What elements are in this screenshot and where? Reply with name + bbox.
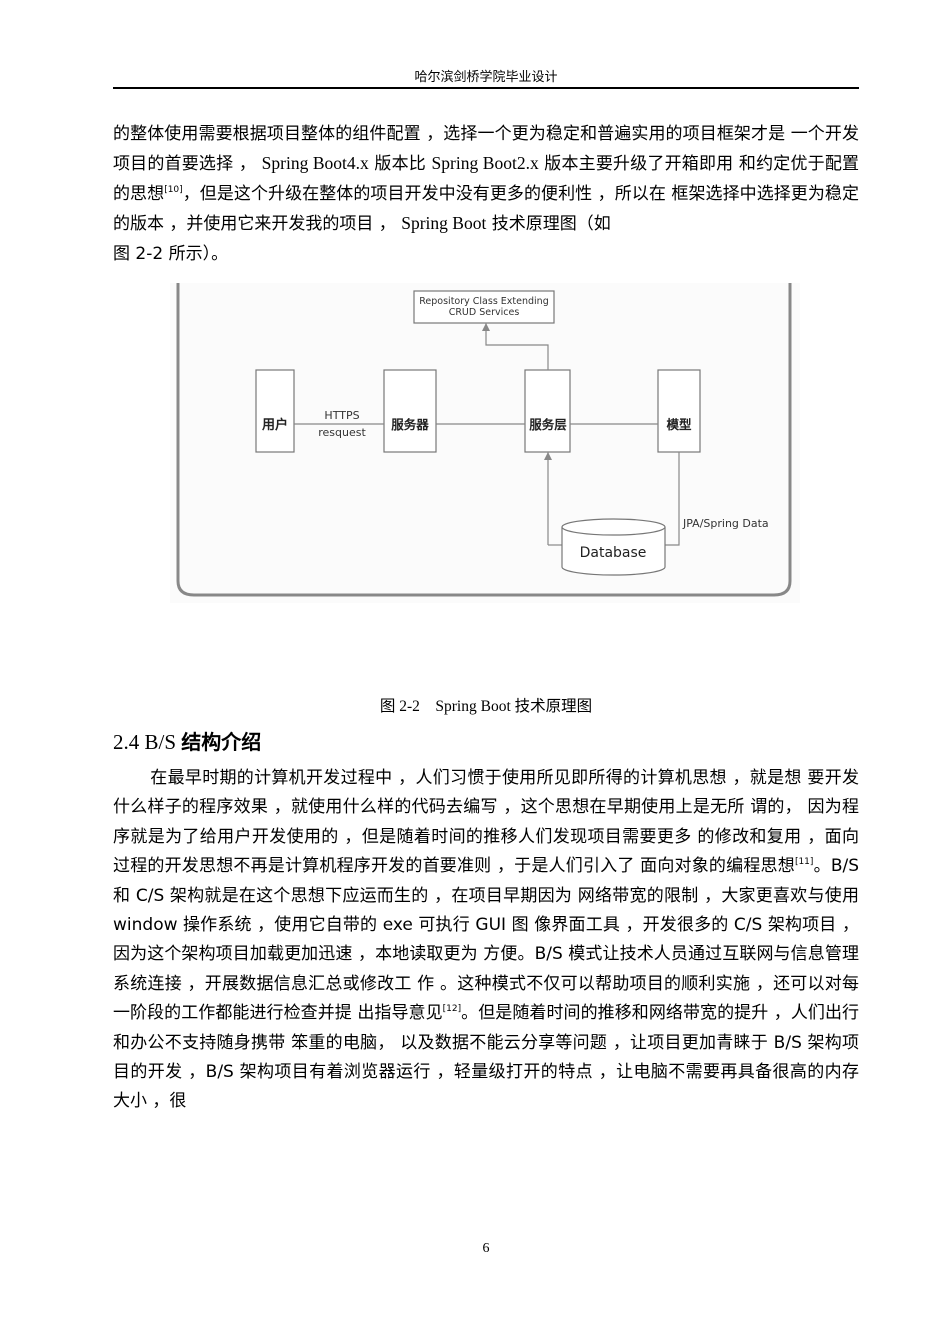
service-layer-label: 服务层 bbox=[529, 417, 567, 432]
p1-text-h: 技术原理图（如 bbox=[486, 214, 611, 235]
protocol-label-line2: resquest bbox=[318, 426, 366, 439]
p1-text-i: 图 2-2 所示）。 bbox=[113, 243, 229, 264]
server-box bbox=[383, 369, 437, 453]
section-heading: 2.4 B/S 结构介绍 bbox=[113, 726, 261, 755]
p1-text-g: Spring Boot bbox=[401, 213, 487, 234]
section-title-text: 结构介绍 bbox=[181, 730, 262, 754]
data-access-label: JPA/Spring Data bbox=[682, 517, 769, 530]
model-box bbox=[657, 369, 701, 453]
model-label: 模型 bbox=[666, 417, 692, 432]
service-up-arrowhead bbox=[544, 452, 552, 460]
p1-text-f: ，但是这个升级在整体的项目开发中没有更多的便利性 ，所以在 框架选择中选择更为稳… bbox=[113, 183, 859, 235]
repository-arrowhead bbox=[482, 323, 490, 331]
protocol-label-line1: HTTPS bbox=[324, 409, 359, 422]
model-database-connector bbox=[665, 452, 680, 546]
repository-label-line2: CRUD Services bbox=[449, 307, 520, 318]
p1-text-d: Spring Boot2.x bbox=[431, 153, 539, 174]
citation-10: [10] bbox=[164, 184, 183, 195]
paragraph-bs-architecture: 在最早时期的计算机开发过程中 ，人们习惯于使用所见即所得的计算机思想 ，就是想 … bbox=[113, 764, 859, 1117]
header-rule bbox=[113, 87, 859, 89]
p2-sentence-2: 。B/S 和 C/S 架构就是在这个思想下应运而生的 ，在项目早期因为 网络带宽… bbox=[113, 856, 859, 1024]
citation-12: [12] bbox=[442, 1004, 462, 1015]
page-number: 6 bbox=[482, 1241, 490, 1256]
p1-text-e: 版本主要升级了开箱即用 和约定优于配置的思想 bbox=[113, 154, 860, 204]
database-cylinder bbox=[561, 518, 666, 576]
diagram-frame bbox=[176, 283, 792, 597]
repository-label-line1: Repository Class Extending bbox=[419, 296, 548, 307]
figure-caption: 图 2-2 Spring Boot 技术原理图 bbox=[379, 698, 593, 715]
user-label: 用户 bbox=[261, 417, 288, 433]
database-label: Database bbox=[580, 545, 647, 561]
citation-11: [11] bbox=[794, 857, 814, 868]
spring-boot-architecture-diagram: Repository Class Extending CRUD Services… bbox=[170, 283, 800, 603]
user-box bbox=[255, 369, 295, 453]
repository-box bbox=[413, 290, 555, 324]
p2-sentence-3: 。但是随着时间的推移和网络带宽的提升 ，人们出行和办公不支持随身携带 笨重的电脑… bbox=[113, 1003, 860, 1112]
paragraph-framework-choice: 的整体使用需要根据项目整体的组件配置 ，选择一个更为稳定和普遍实用的项目框架才是… bbox=[113, 120, 859, 269]
p2-sentence-1: 在最早时期的计算机开发过程中 ，人们习惯于使用所见即所得的计算机思想 ，就是想 … bbox=[113, 768, 859, 877]
service-repository-connector bbox=[485, 323, 549, 370]
section-number: 2.4 B/S bbox=[113, 730, 182, 754]
server-label: 服务器 bbox=[391, 417, 429, 432]
p1-text-c: 版本比 bbox=[368, 154, 432, 175]
service-layer-box bbox=[524, 369, 571, 453]
p1-text-b: Spring Boot4.x bbox=[261, 153, 369, 174]
p1-text-a: 的整体使用需要根据项目整体的组件配置 ，选择一个更为稳定和普遍实用的项目框架才是… bbox=[113, 124, 859, 175]
page-header: 哈尔滨剑桥学院毕业设计 bbox=[414, 70, 558, 85]
